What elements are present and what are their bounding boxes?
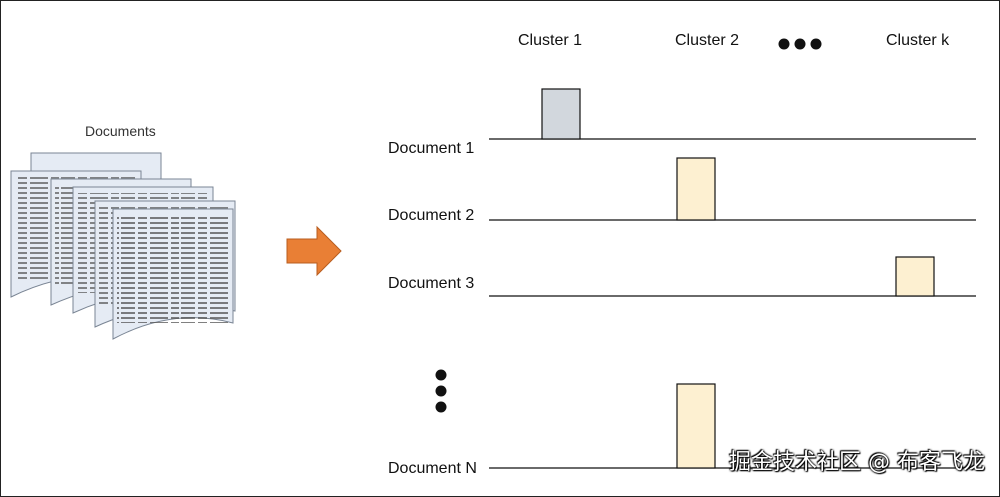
cluster-k-label: Cluster k — [886, 32, 950, 49]
cluster-ellipsis-icon — [778, 38, 822, 50]
document-1-cluster-bar — [541, 88, 581, 140]
cluster-2-label: Cluster 2 — [675, 32, 740, 49]
document-3-label: Document 3 — [388, 275, 475, 292]
document-1-label: Document 1 — [388, 140, 475, 157]
documents-heading: Documents — [85, 123, 156, 139]
right-arrow-icon — [286, 225, 342, 277]
document-stack-icon — [10, 152, 236, 340]
document-ellipsis-icon — [435, 369, 447, 413]
watermark-text: 掘金技术社区 @ 布客飞龙 — [729, 450, 985, 475]
document-n-label: Document N — [388, 460, 477, 477]
document-2-cluster-bar — [676, 157, 716, 221]
document-2-label: Document 2 — [388, 207, 475, 224]
cluster-1-label: Cluster 1 — [518, 32, 583, 49]
document-n-cluster-bar — [676, 383, 716, 469]
document-3-cluster-bar — [895, 256, 935, 297]
